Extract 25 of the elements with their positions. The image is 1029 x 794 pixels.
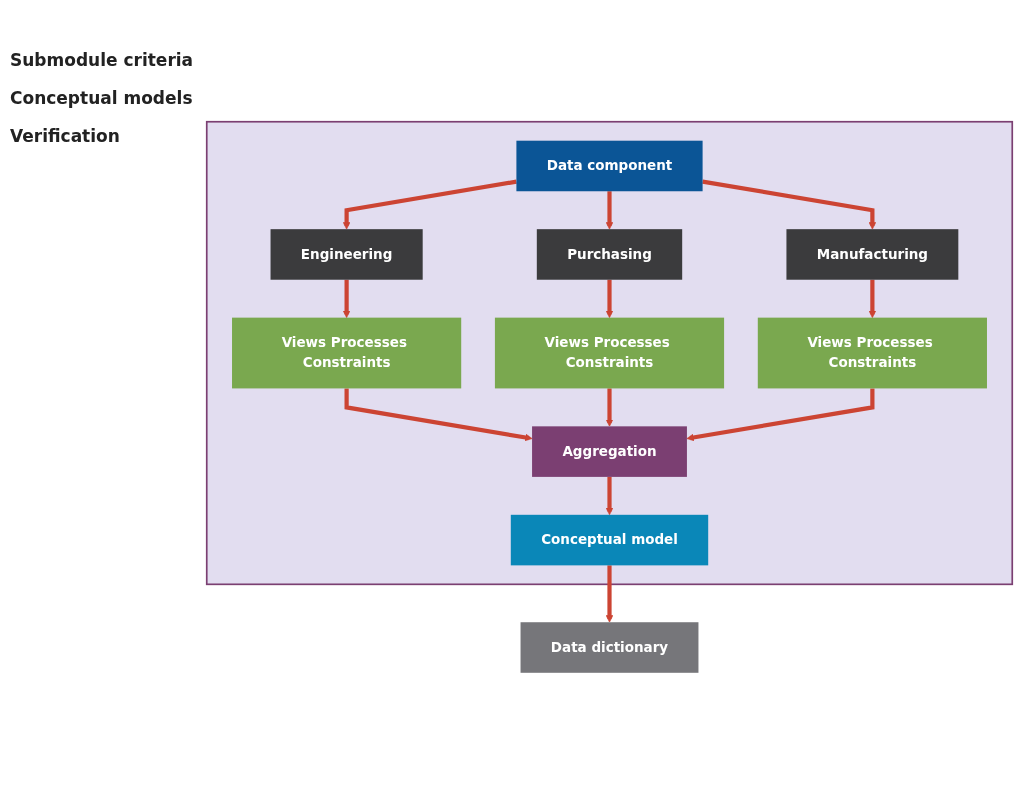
arrow	[605, 191, 614, 230]
arrow	[605, 476, 614, 515]
row-label: Conceptual models	[10, 88, 194, 108]
row-label: Verification	[10, 126, 121, 146]
arrow	[702, 179, 877, 230]
node-box: Data component	[516, 140, 703, 191]
node-box: Engineering	[270, 228, 423, 280]
arrow	[868, 279, 877, 318]
cluster	[205, 120, 1014, 585]
node-box: Views Processes Constraints	[757, 317, 987, 389]
arrow	[686, 388, 875, 441]
node-box: Data dictionary	[520, 621, 699, 673]
row-label: Submodule criteria	[10, 50, 195, 70]
node-box: Manufacturing	[786, 228, 959, 280]
node-box: Aggregation	[532, 426, 687, 477]
node-box: Views Processes Constraints	[494, 317, 725, 389]
arrow	[605, 388, 614, 427]
arrow	[605, 279, 614, 318]
node-box: Views Processes Constraints	[232, 317, 462, 389]
arrow	[605, 565, 614, 623]
arrow	[344, 388, 533, 441]
arrow	[342, 279, 351, 318]
node-box: Purchasing	[536, 228, 683, 280]
arrow	[342, 179, 517, 230]
node-box: Conceptual model	[510, 514, 709, 566]
